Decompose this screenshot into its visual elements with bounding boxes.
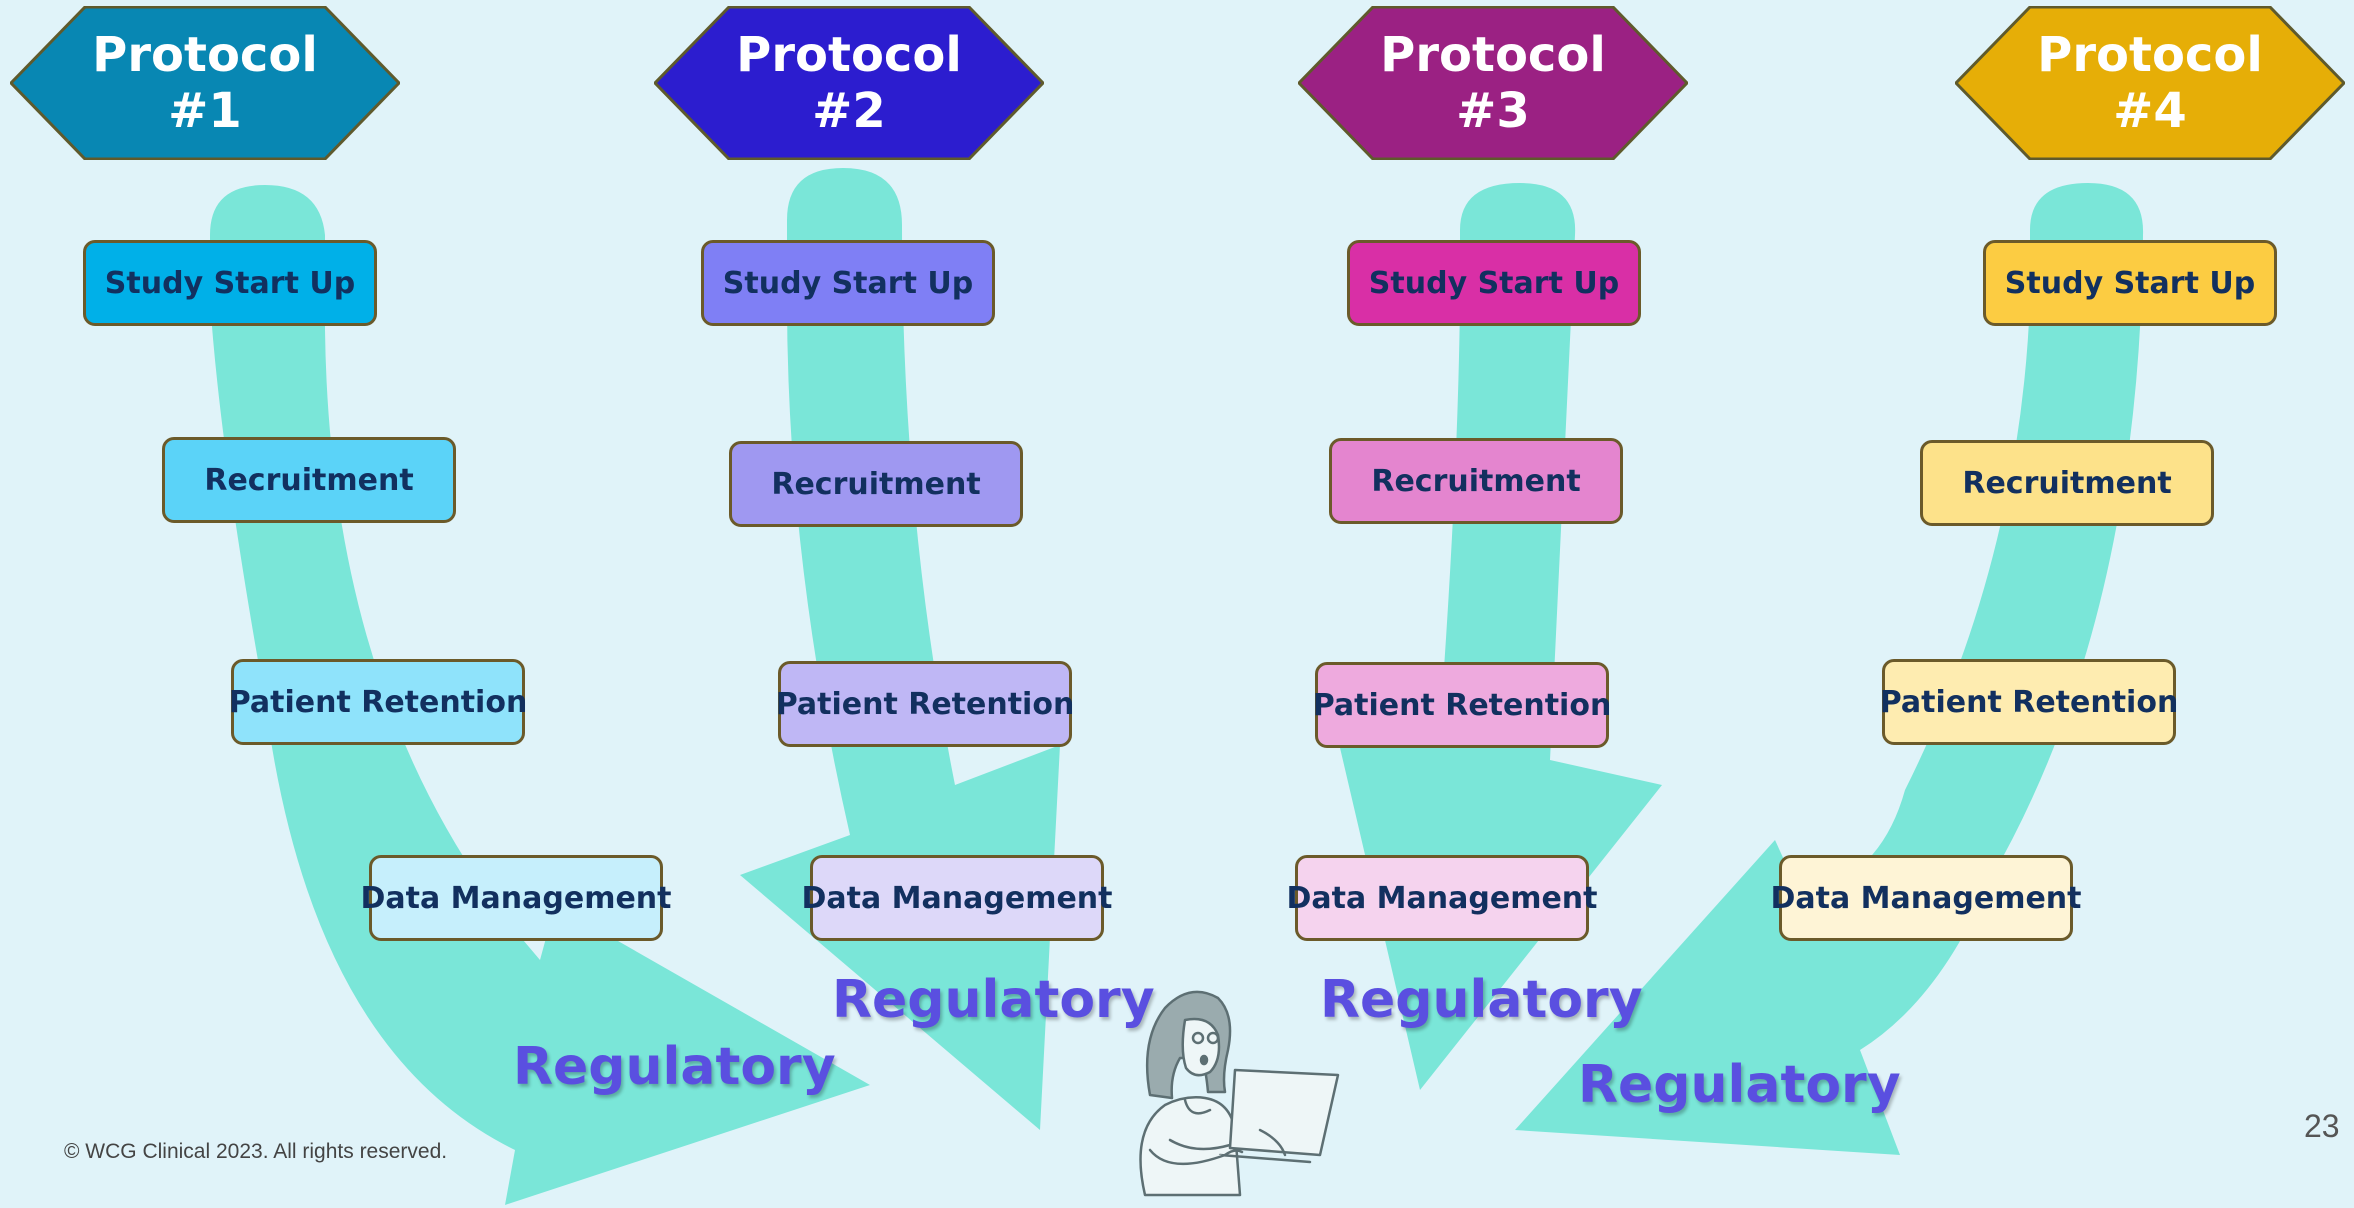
protocol-2-header: Protocol #2 (654, 6, 1044, 160)
protocol-1-data-management: Data Management (361, 855, 672, 941)
protocol-4-regulatory-label: Regulatory (1578, 1055, 1901, 1115)
protocol-1-regulatory-label: Regulatory (513, 1037, 836, 1097)
protocol-1-recruitment: Recruitment (162, 437, 456, 523)
protocol-2-study-start-up: Study Start Up (701, 240, 995, 326)
protocol-4-header: Protocol #4 (1955, 6, 2345, 160)
protocol-1-patient-retention: Patient Retention (229, 659, 527, 745)
protocol-4-data-management: Data Management (1771, 855, 2082, 941)
protocol-2-title: Protocol #2 (736, 27, 962, 139)
protocol-3-study-start-up: Study Start Up (1347, 240, 1641, 326)
protocol-2-recruitment: Recruitment (729, 441, 1023, 527)
person-with-laptop-illustration (1139, 990, 1340, 1197)
protocol-4-title: Protocol #4 (2037, 27, 2263, 139)
protocol-2-data-management: Data Management (802, 855, 1113, 941)
protocol-3-header: Protocol #3 (1298, 6, 1688, 160)
protocol-1-title: Protocol #1 (92, 27, 318, 139)
protocol-2-regulatory-label: Regulatory (832, 970, 1155, 1030)
protocol-3-patient-retention: Patient Retention (1313, 662, 1611, 748)
protocol-1-study-start-up: Study Start Up (83, 240, 377, 326)
protocol-3-data-management: Data Management (1287, 855, 1598, 941)
protocol-4-patient-retention: Patient Retention (1880, 659, 2178, 745)
protocol-4-study-start-up: Study Start Up (1983, 240, 2277, 326)
protocol-3-regulatory-label: Regulatory (1320, 970, 1643, 1030)
protocol-4-recruitment: Recruitment (1920, 440, 2214, 526)
protocol-3-recruitment: Recruitment (1329, 438, 1623, 524)
protocol-2-patient-retention: Patient Retention (776, 661, 1074, 747)
copyright-notice: © WCG Clinical 2023. All rights reserved… (64, 1140, 448, 1163)
protocol-3-title: Protocol #3 (1380, 27, 1606, 139)
page-number: 23 (2304, 1108, 2340, 1144)
flow-arrow-1 (210, 185, 870, 1205)
protocol-1-header: Protocol #1 (10, 6, 400, 160)
